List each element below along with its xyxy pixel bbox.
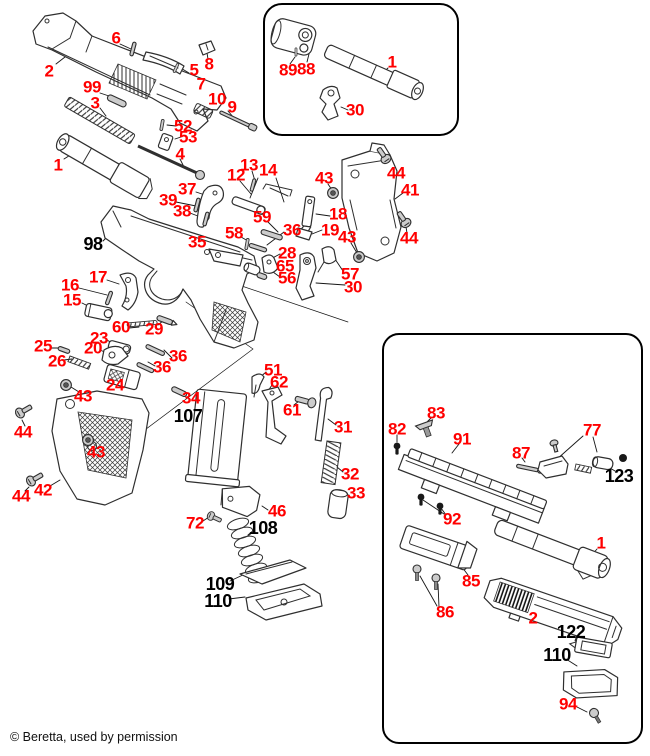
part-28-lever bbox=[261, 254, 279, 274]
part-12-trigger-bar bbox=[231, 196, 266, 215]
part-86-screws bbox=[412, 564, 441, 590]
part-36-spring-a bbox=[248, 242, 268, 253]
part-24-mag-catch bbox=[103, 364, 141, 391]
part-89-pin bbox=[294, 47, 298, 57]
part-65-plunger-tube bbox=[243, 262, 261, 276]
part-35-slide-catch bbox=[208, 248, 253, 267]
part-43-grip-nut bbox=[327, 187, 339, 199]
part-77-sight-kit bbox=[537, 439, 593, 479]
part-5-extractor bbox=[142, 51, 185, 75]
part-15-safety-body bbox=[84, 302, 113, 322]
part-30-hammer bbox=[295, 252, 317, 301]
inset-barrel-assembly bbox=[263, 3, 459, 136]
part-109-spring-plate bbox=[239, 559, 307, 585]
part-83-sight-screw bbox=[414, 419, 434, 438]
part-25-pin bbox=[57, 346, 71, 354]
part-62-lanyard-lever bbox=[261, 386, 287, 445]
part-72-screw bbox=[205, 510, 224, 526]
part-16-pin bbox=[104, 290, 114, 306]
part-123-cylinder bbox=[591, 456, 614, 471]
part-43-grip-nut bbox=[82, 434, 94, 446]
part-107-magazine bbox=[184, 388, 248, 488]
part-43-grip-nut bbox=[60, 379, 72, 391]
part-56-plunger bbox=[256, 272, 268, 280]
part-34-pin bbox=[171, 386, 188, 398]
part-94-screw bbox=[588, 707, 602, 724]
part-52-plunger bbox=[159, 118, 165, 132]
part-59-spring-pin bbox=[260, 229, 283, 241]
part-44-grip-screw bbox=[13, 401, 35, 421]
part-3-recoil-spring bbox=[64, 96, 136, 144]
part-51-clip bbox=[251, 373, 265, 398]
part-88-barrel-cap bbox=[270, 18, 317, 56]
part-57-spring-clip bbox=[317, 246, 337, 273]
part-1-barrel bbox=[55, 133, 153, 200]
part-10-firing-pin-spring bbox=[193, 103, 214, 119]
copyright-text: © Beretta, used by permission bbox=[10, 730, 178, 744]
part-122-spacer bbox=[568, 636, 613, 659]
part-33-spring-cap bbox=[327, 489, 349, 520]
part-1-barrel-inset bbox=[323, 44, 424, 101]
part-82-screw bbox=[393, 442, 401, 455]
part-92-screw bbox=[417, 493, 425, 506]
part-29-plunger bbox=[156, 315, 178, 326]
part-99-pin bbox=[106, 94, 127, 108]
part-1-barrel-kit bbox=[494, 519, 611, 580]
part-85-mount-block bbox=[399, 525, 478, 571]
part-32-hammer-spring bbox=[320, 440, 342, 486]
part-42-left-grip bbox=[51, 390, 150, 506]
part-14-connector bbox=[262, 183, 293, 197]
part-46-follower bbox=[220, 485, 261, 518]
part-20-lever bbox=[101, 345, 129, 366]
part-17-safety-lever bbox=[119, 272, 139, 311]
part-2-slide-kit bbox=[483, 577, 623, 647]
part-110-floorplate-kit bbox=[562, 668, 619, 699]
part-30-locking-block-inset bbox=[319, 85, 341, 121]
part-36-spring-c bbox=[136, 362, 155, 374]
part-43-grip-nut bbox=[353, 251, 365, 263]
part-4-recoil-rod bbox=[137, 144, 206, 181]
part-19-sear-spring bbox=[295, 227, 313, 241]
part-37-trigger bbox=[196, 184, 225, 228]
part-9-firing-pin bbox=[219, 110, 258, 132]
inset-conversion-kit bbox=[382, 333, 643, 744]
part-44-grip-screw bbox=[24, 469, 46, 489]
part-36-spring-b bbox=[145, 344, 166, 356]
part-123-dot bbox=[619, 454, 627, 462]
part-8-rear-sight bbox=[198, 40, 216, 56]
part-31-hammer-strut bbox=[314, 386, 333, 442]
part-110-floorplate bbox=[245, 583, 323, 621]
part-53-plunger-housing bbox=[157, 132, 174, 151]
part-26-spring bbox=[67, 355, 92, 370]
part-91-scope-rail bbox=[397, 448, 548, 524]
part-60-spring bbox=[126, 320, 158, 328]
part-61-screw bbox=[294, 395, 317, 409]
